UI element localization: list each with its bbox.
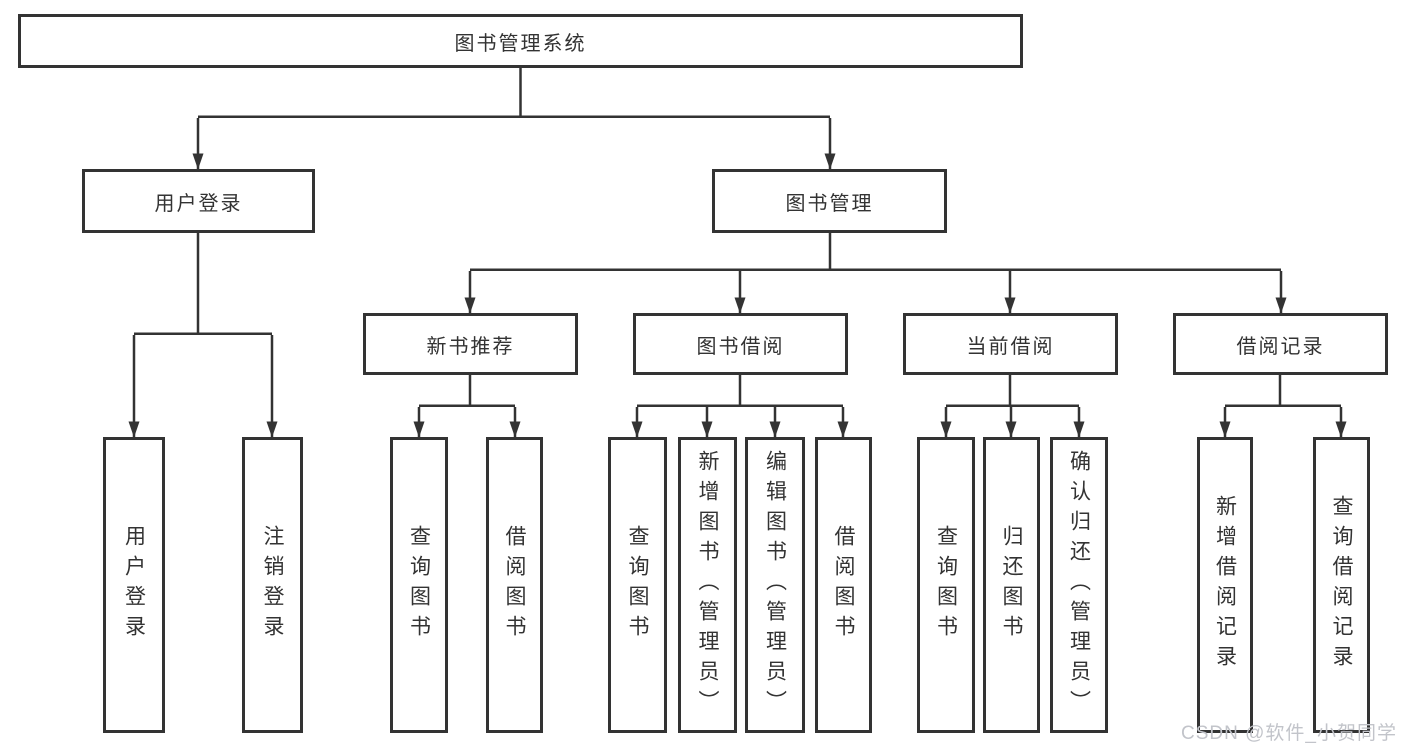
node-leaf-query-books-2: 查询图书	[608, 437, 667, 733]
node-label: 查询图书	[934, 525, 958, 645]
connector-book-management-trunk	[470, 233, 1281, 271]
connector-current-trunk	[946, 375, 1079, 407]
connector-user-login-trunk	[134, 233, 272, 335]
node-label: 查询图书	[407, 525, 431, 645]
node-leaf-return-books: 归还图书	[983, 437, 1040, 733]
node-leaf-add-borrow-record: 新增借阅记录	[1197, 437, 1253, 733]
node-new-book-recommend: 新书推荐	[363, 313, 578, 375]
node-label: 用户登录	[122, 525, 146, 645]
node-leaf-borrow-books-1: 借阅图书	[486, 437, 543, 733]
node-leaf-logout: 注销登录	[242, 437, 303, 733]
node-leaf-query-borrow-record: 查询借阅记录	[1313, 437, 1370, 733]
node-label: 新增图书（管理员）	[696, 450, 719, 720]
node-book-management-module: 图书管理	[712, 169, 947, 233]
connector-records-trunk	[1225, 375, 1341, 407]
node-label: 图书管理系统	[454, 32, 587, 55]
node-leaf-query-books-3: 查询图书	[917, 437, 975, 733]
node-label: 图书管理	[785, 192, 874, 215]
node-label: 借阅图书	[503, 525, 526, 645]
connector-new-book-trunk	[419, 375, 515, 407]
node-leaf-borrow-books-2: 借阅图书	[815, 437, 872, 733]
node-label: 查询借阅记录	[1330, 495, 1353, 675]
node-root-library-management-system: 图书管理系统	[18, 14, 1023, 68]
node-leaf-query-books-1: 查询图书	[390, 437, 448, 733]
connector-borrowing-trunk	[637, 375, 843, 407]
node-label: 注销登录	[261, 525, 284, 645]
node-label: 用户登录	[154, 192, 243, 215]
node-label: 新增借阅记录	[1213, 495, 1237, 675]
node-label: 借阅图书	[832, 525, 855, 645]
node-leaf-add-book-admin: 新增图书（管理员）	[678, 437, 737, 733]
node-label: 归还图书	[1000, 525, 1023, 645]
node-label: 确认归还（管理员）	[1067, 450, 1091, 720]
node-borrow-records: 借阅记录	[1173, 313, 1388, 375]
node-label: 查询图书	[626, 525, 649, 645]
node-book-borrowing: 图书借阅	[633, 313, 848, 375]
csdn-watermark: CSDN @软件_小贺同学	[1181, 723, 1397, 744]
node-leaf-edit-book-admin: 编辑图书（管理员）	[745, 437, 805, 733]
node-leaf-confirm-return-admin: 确认归还（管理员）	[1050, 437, 1108, 733]
node-user-login-module: 用户登录	[82, 169, 315, 233]
node-label: 新书推荐	[426, 335, 515, 358]
node-label: 编辑图书（管理员）	[763, 450, 787, 720]
node-leaf-user-login: 用户登录	[103, 437, 165, 733]
node-label: 图书借阅	[696, 335, 785, 358]
connector-root-trunk	[198, 68, 830, 118]
node-current-borrowing: 当前借阅	[903, 313, 1118, 375]
node-label: 当前借阅	[966, 335, 1055, 358]
node-label: 借阅记录	[1236, 335, 1325, 358]
